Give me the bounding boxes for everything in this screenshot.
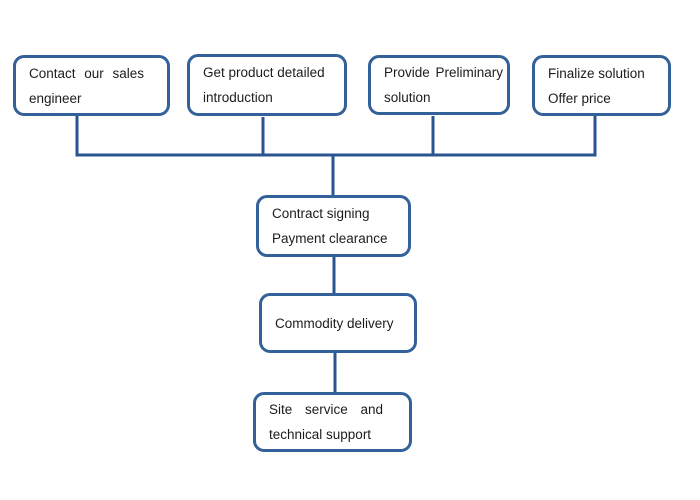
node-product-introduction: Get product detailed introduction [187, 54, 347, 116]
node-label-line: Contract signing [272, 206, 370, 221]
node-label-line: Offer price [548, 90, 611, 106]
node-label-line: Provide Preliminary [384, 65, 504, 80]
node-label-line: introduction [203, 90, 273, 105]
node-contact-sales-engineer: Contact our sales engineer [13, 55, 170, 116]
node-label-line: engineer [29, 90, 82, 106]
node-label-line: Contact our sales [29, 65, 145, 81]
node-label-line: Payment clearance [272, 231, 388, 246]
node-label-line: Finalize solution [548, 65, 645, 81]
node-finalize-solution: Finalize solution Offer price [532, 55, 671, 116]
node-contract-signing: Contract signing Payment clearance [256, 195, 411, 257]
node-preliminary-solution: Provide Preliminary solution [368, 55, 510, 115]
node-label-line: solution [384, 90, 431, 105]
node-label-line: Commodity delivery [275, 315, 394, 331]
node-label-line: Site service and [269, 402, 384, 417]
node-label-line: Get product detailed [203, 65, 325, 80]
node-site-service: Site service and technical support [253, 392, 412, 452]
node-label-line: technical support [269, 427, 372, 442]
node-commodity-delivery: Commodity delivery [259, 293, 417, 353]
